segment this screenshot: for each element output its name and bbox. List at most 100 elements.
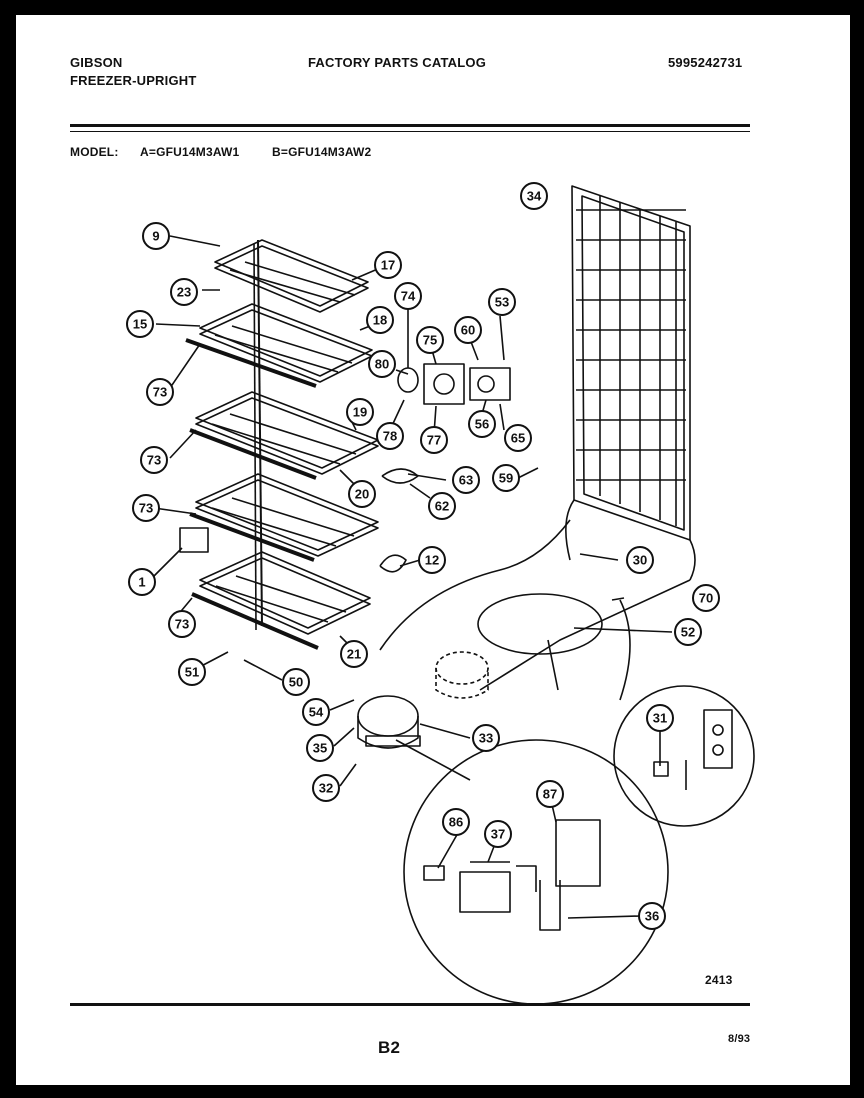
callout-label: 52 [681, 625, 695, 640]
part-callout-37: 37 [484, 820, 512, 848]
scan-edge-mark [0, 783, 10, 786]
callout-label: 19 [353, 405, 367, 420]
part-callout-78: 78 [376, 422, 404, 450]
part-callout-65: 65 [504, 424, 532, 452]
scan-edge-mark [0, 262, 10, 265]
part-callout-1: 1 [128, 568, 156, 596]
part-callout-34: 34 [520, 182, 548, 210]
part-callout-35: 35 [306, 734, 334, 762]
callout-label: 50 [289, 675, 303, 690]
callout-label: 73 [139, 501, 153, 516]
figure-number: 2413 [705, 973, 733, 987]
callout-label: 65 [511, 431, 525, 446]
evaporator-coil [565, 185, 696, 581]
callout-label: 87 [543, 787, 557, 802]
callout-label: 80 [375, 357, 389, 372]
part-callout-86: 86 [442, 808, 470, 836]
callout-label: 75 [423, 333, 437, 348]
catalog-title: FACTORY PARTS CATALOG [308, 55, 487, 70]
callout-label: 12 [425, 553, 439, 568]
model-label: MODEL: [70, 145, 119, 159]
footer-rule [70, 1003, 750, 1006]
shelf-top [214, 239, 369, 313]
footer-date: 8/93 [728, 1033, 751, 1045]
callout-label: 56 [475, 417, 489, 432]
callout-label: 62 [435, 499, 449, 514]
part-callout-70: 70 [692, 584, 720, 612]
page-label: B2 [378, 1038, 401, 1057]
callout-label: 9 [152, 229, 159, 244]
callout-label: 30 [633, 553, 647, 568]
shelf-4 [189, 473, 379, 562]
callout-label: 70 [699, 591, 713, 606]
part-callout-21: 21 [340, 640, 368, 668]
part-callout-75: 75 [416, 326, 444, 354]
callout-label: 78 [383, 429, 397, 444]
callout-label: 51 [185, 665, 199, 680]
part-callout-77: 77 [420, 426, 448, 454]
callout-label: 77 [427, 433, 441, 448]
callout-label: 86 [449, 815, 463, 830]
callout-label: 35 [313, 741, 327, 756]
callout-label: 1 [138, 575, 145, 590]
part-callout-53: 53 [488, 288, 516, 316]
callout-label: 34 [527, 189, 542, 204]
part-callout-50: 50 [282, 668, 310, 696]
callout-label: 59 [499, 471, 513, 486]
refrigerant-tubing [379, 519, 691, 701]
part-callout-87: 87 [536, 780, 564, 808]
callout-label: 53 [495, 295, 509, 310]
callout-label: 17 [381, 258, 395, 273]
part-callout-30: 30 [626, 546, 654, 574]
outlet-detail-circle [613, 685, 755, 827]
part-callout-17: 17 [374, 251, 402, 279]
part-callout-73: 73 [132, 494, 160, 522]
model-b: B=GFU14M3AW2 [272, 145, 372, 159]
tubing-loop [477, 593, 603, 655]
part-callout-62: 62 [428, 492, 456, 520]
part-callout-31: 31 [646, 704, 674, 732]
callout-label: 15 [133, 317, 147, 332]
shelf-bottom [191, 551, 371, 650]
part-callout-12: 12 [418, 546, 446, 574]
part-callout-60: 60 [454, 316, 482, 344]
part-callout-73: 73 [146, 378, 174, 406]
compressor [357, 651, 489, 749]
part-callout-52: 52 [674, 618, 702, 646]
callout-label: 74 [401, 289, 416, 304]
callout-label: 20 [355, 487, 369, 502]
callout-label: 63 [459, 473, 473, 488]
part-callout-15: 15 [126, 310, 154, 338]
part-callout-54: 54 [302, 698, 330, 726]
part-callout-23: 23 [170, 278, 198, 306]
callout-label: 36 [645, 909, 659, 924]
callout-label: 54 [309, 705, 324, 720]
part-callout-73: 73 [140, 446, 168, 474]
callout-label: 37 [491, 827, 505, 842]
part-callout-80: 80 [368, 350, 396, 378]
catalog-number: 5995242731 [668, 55, 743, 70]
part-callout-74: 74 [394, 282, 422, 310]
callout-label: 73 [175, 617, 189, 632]
brand-name: GIBSON [70, 55, 123, 70]
part-callout-20: 20 [348, 480, 376, 508]
part-callout-33: 33 [472, 724, 500, 752]
callout-label: 60 [461, 323, 475, 338]
callout-label: 33 [479, 731, 493, 746]
part-callout-9: 9 [142, 222, 170, 250]
part-callout-56: 56 [468, 410, 496, 438]
callout-label: 18 [373, 313, 387, 328]
callout-label: 23 [177, 285, 191, 300]
product-type: FREEZER-UPRIGHT [70, 73, 197, 88]
part-callout-36: 36 [638, 902, 666, 930]
callout-label: 73 [147, 453, 161, 468]
header-rule [70, 124, 750, 127]
part-callout-73: 73 [168, 610, 196, 638]
callout-label: 31 [653, 711, 667, 726]
model-a: A=GFU14M3AW1 [140, 145, 240, 159]
electrical-detail-circle [395, 739, 669, 1005]
part-callout-19: 19 [346, 398, 374, 426]
part-callout-18: 18 [366, 306, 394, 334]
callout-label: 73 [153, 385, 167, 400]
